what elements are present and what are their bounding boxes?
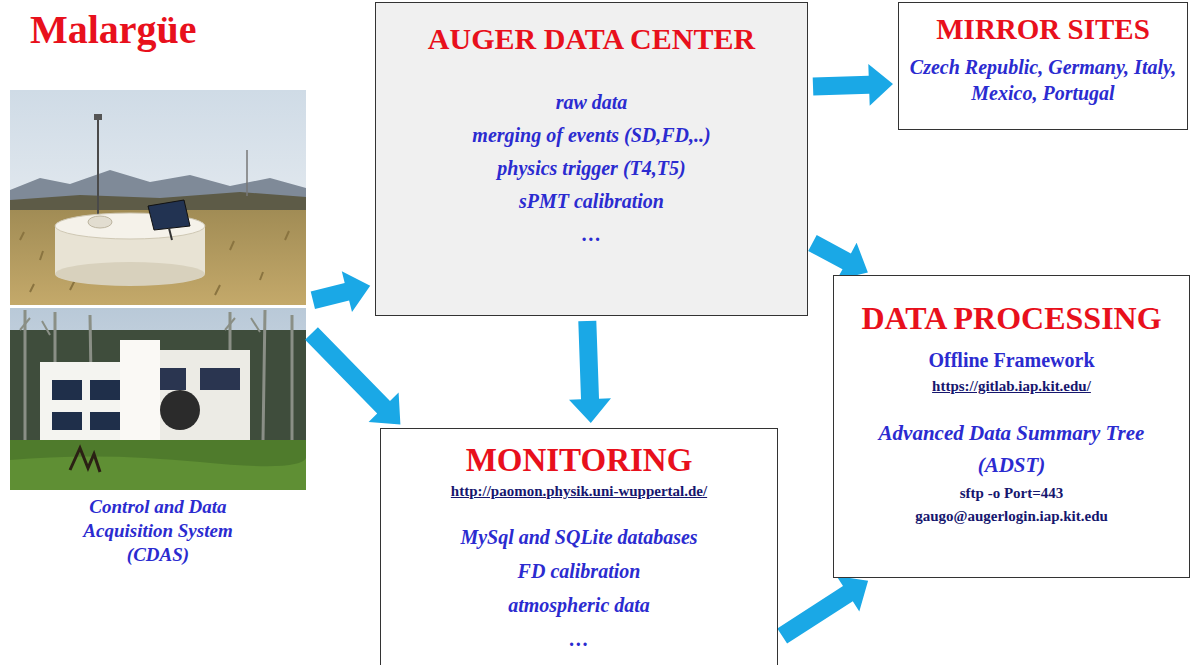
photo-shape <box>10 440 306 490</box>
photo-shape <box>169 228 172 240</box>
flow-arrow <box>808 235 868 280</box>
photo-shape <box>20 318 260 335</box>
box-line: … <box>389 622 769 656</box>
photo-shape <box>90 380 120 400</box>
flow-arrow <box>813 64 893 106</box>
box-line: MySql and SQLite databases <box>389 520 769 554</box>
box-line: raw data <box>384 86 799 119</box>
photo-shape <box>90 412 120 430</box>
monitoring-box: MONITORING http://paomon.physik.uni-wuppe… <box>380 428 778 665</box>
photo-shape <box>94 114 102 120</box>
photo-shape <box>10 90 306 305</box>
photo-shape <box>148 200 190 230</box>
site-caption: Control and Data Acquisition System (CDA… <box>56 495 261 567</box>
photo-shape <box>70 448 100 472</box>
flow-arrow <box>569 321 611 423</box>
command-text: sftp -o Port=443 <box>842 485 1181 502</box>
mirror-box: MIRROR SITES Czech Republic, Germany, Ita… <box>898 2 1188 130</box>
building-photo <box>10 308 306 490</box>
box-title: DATA PROCESSING <box>842 300 1181 337</box>
tank-photo <box>10 90 306 305</box>
box-line: sPMT calibration <box>384 185 799 218</box>
box-line: Offline Framework <box>842 349 1181 372</box>
photo-shape <box>160 390 200 430</box>
box-title: MIRROR SITES <box>905 13 1181 46</box>
photo-shape <box>120 340 160 442</box>
photo-shape <box>10 308 306 490</box>
command-text: gaugo@augerlogin.iap.kit.edu <box>842 508 1181 525</box>
photo-shape <box>160 368 186 390</box>
site-title: Malargüe <box>30 7 308 53</box>
photo-shape <box>52 412 82 430</box>
photo-shape <box>55 262 205 286</box>
data-center-box: AUGER DATA CENTER raw datamerging of even… <box>375 2 808 316</box>
photo-shape <box>88 216 112 228</box>
processing-box: DATA PROCESSING Offline Framework https://… <box>833 275 1190 578</box>
photo-shape <box>10 456 306 490</box>
photo-shape <box>246 150 248 196</box>
link-text: http://paomon.physik.uni-wuppertal.de/ <box>389 483 769 500</box>
photo-shape <box>97 118 99 222</box>
photo-shape <box>200 368 240 390</box>
photo-shape <box>52 380 82 400</box>
box-title: AUGER DATA CENTER <box>384 21 799 56</box>
flow-arrow <box>311 271 371 312</box>
link-text: https://gitlab.iap.kit.edu/ <box>842 378 1181 395</box>
box-line: physics trigger (T4,T5) <box>384 152 799 185</box>
box-title: MONITORING <box>389 441 769 479</box>
box-line: Czech Republic, Germany, Italy, Mexico, … <box>905 54 1181 106</box>
box-line: … <box>384 218 799 251</box>
box-line: atmospheric data <box>389 588 769 622</box>
box-line: merging of events (SD,FD,..) <box>384 119 799 152</box>
flow-arrow <box>777 576 868 644</box>
box-line: Advanced Data Summary Tree (ADST) <box>862 417 1162 481</box>
site-group: MalargüeControl and Data Acquisition Sys… <box>8 5 308 575</box>
flow-arrow <box>305 327 400 424</box>
box-line: FD calibration <box>389 554 769 588</box>
